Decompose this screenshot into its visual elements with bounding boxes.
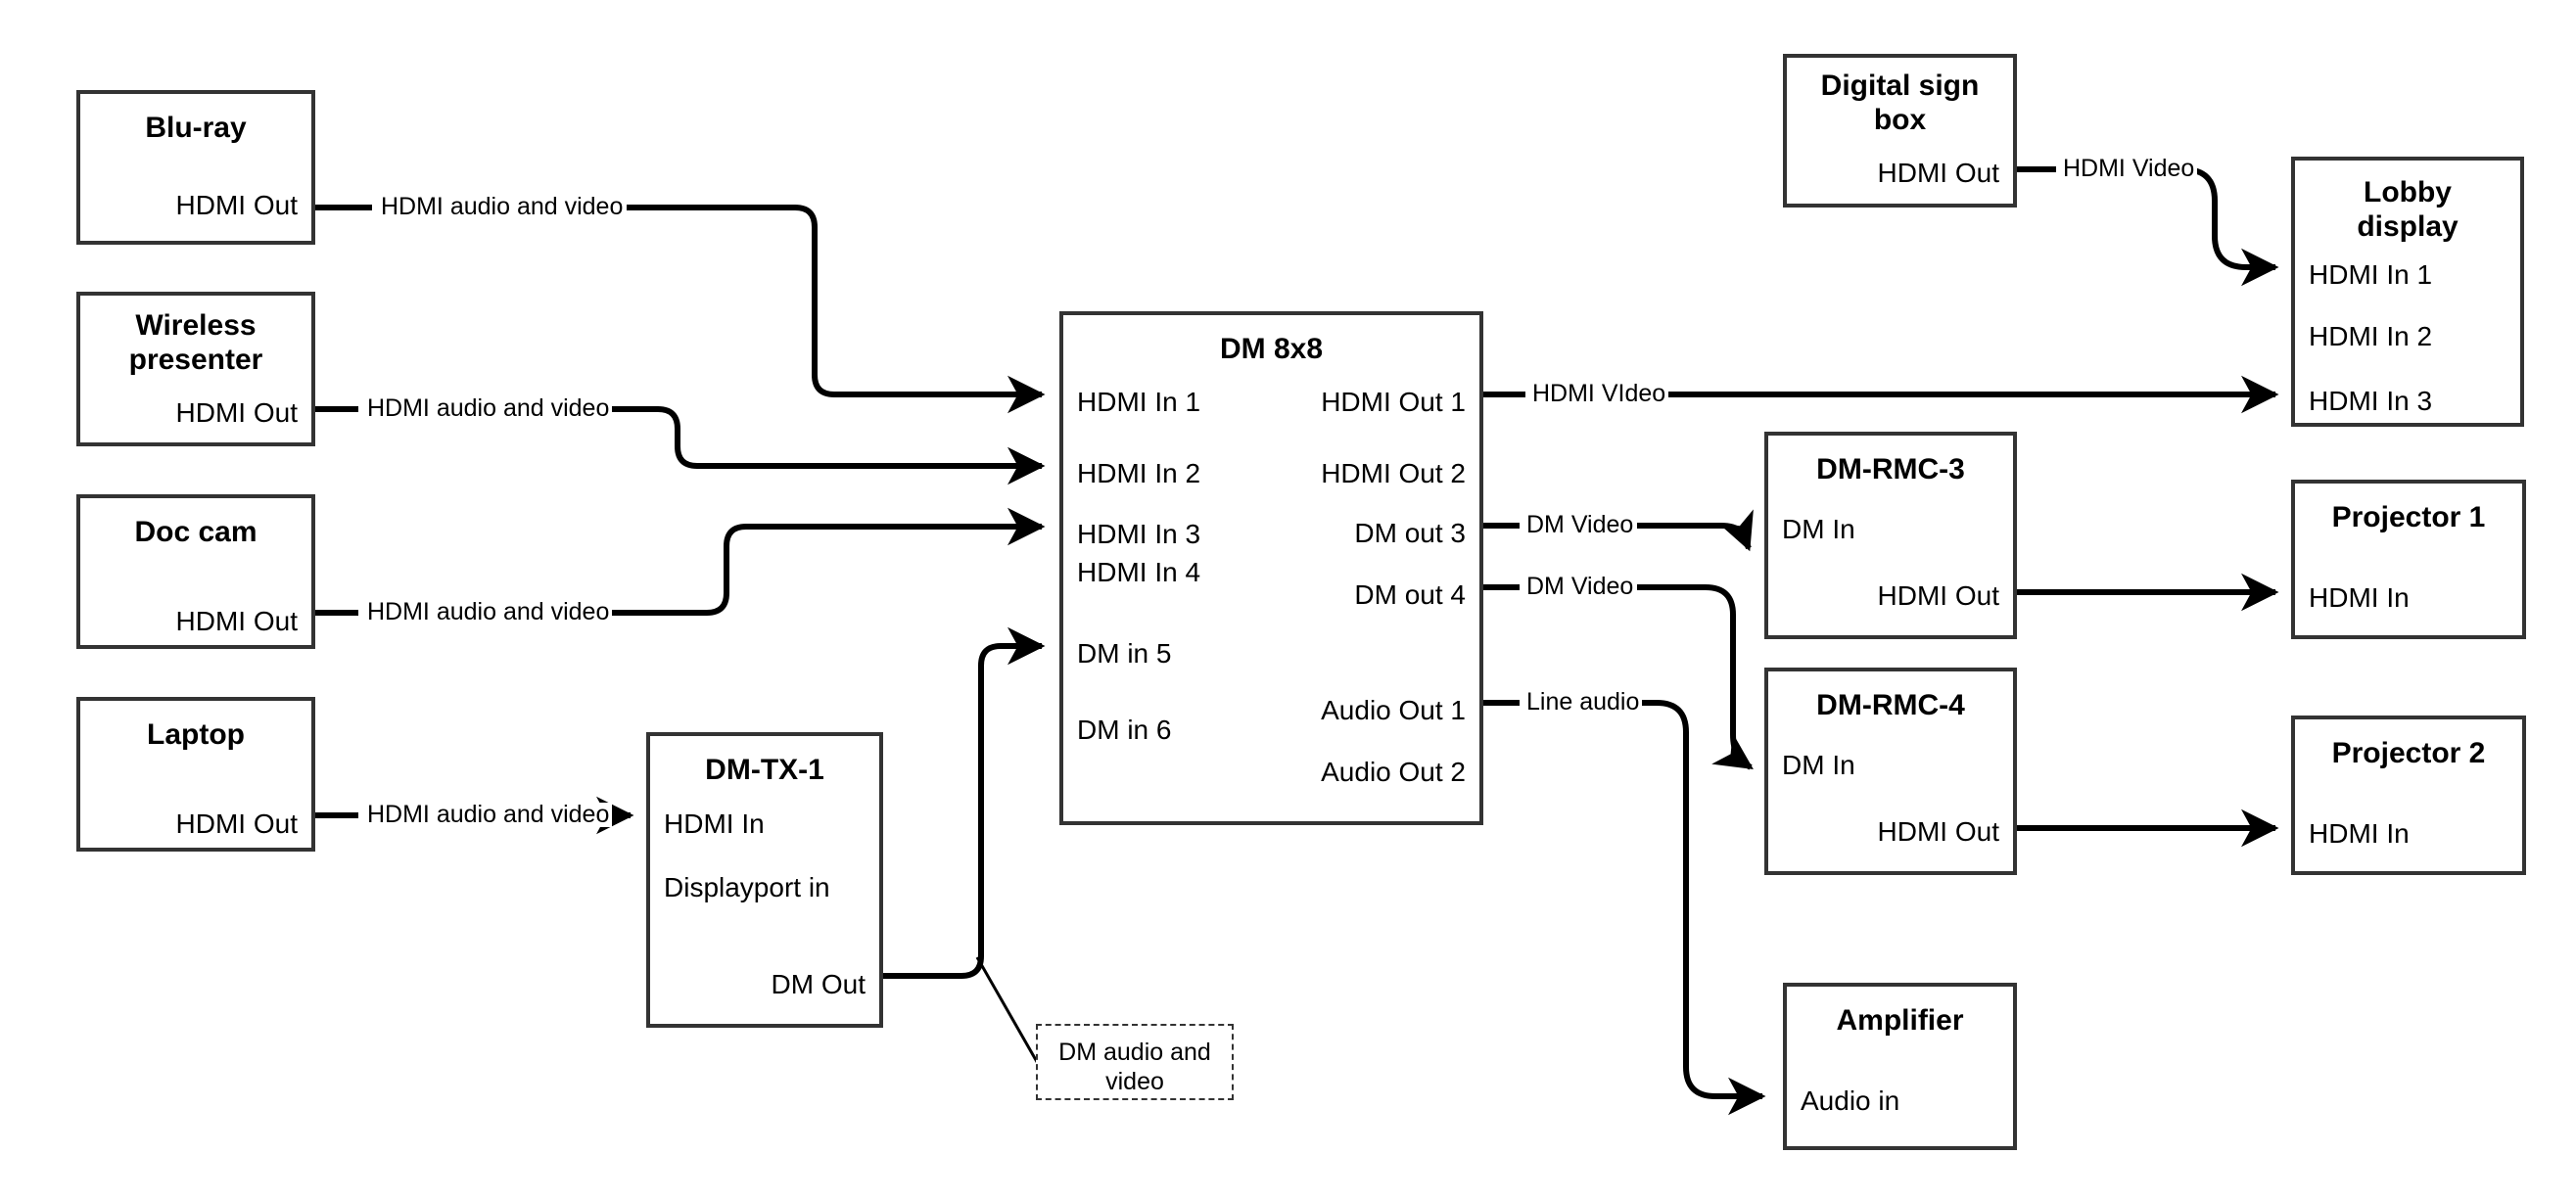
wire-label-line-audio: Line audio [1523,690,1643,715]
port-hdmi-out-1[interactable]: HDMI Out 1 [1321,387,1466,417]
port-hdmi-in-3[interactable]: HDMI In 3 [2309,386,2433,416]
node-title: Projector 2 [2331,737,2486,769]
port-dm-in[interactable]: DM In [1782,750,1855,780]
node-title: Amplifier [1836,1004,1964,1037]
port-dm-out-4[interactable]: DM out 4 [1354,579,1466,610]
port-hdmi-out[interactable]: HDMI Out [1877,158,1999,188]
node-digital-sign-box[interactable]: Digital sign box HDMI Out [1783,54,2017,208]
node-dm-rmc-4[interactable]: DM-RMC-4 DM In HDMI Out [1764,668,2017,875]
port-hdmi-in-1[interactable]: HDMI In 1 [2309,259,2433,290]
node-title: Laptop [147,718,245,751]
node-projector-2[interactable]: Projector 2 HDMI In [2291,716,2526,875]
wire-bluray-to-dm-in1-b [627,205,1046,414]
node-dm-rmc-3[interactable]: DM-RMC-3 DM In HDMI Out [1764,432,2017,639]
port-hdmi-out-2[interactable]: HDMI Out 2 [1321,458,1466,488]
port-hdmi-in-3[interactable]: HDMI In 3 [1077,519,1201,549]
node-title: DM-RMC-4 [1816,689,1965,721]
node-dm-8x8[interactable]: DM 8x8 HDMI In 1 HDMI In 2 HDMI In 3 HDM… [1059,311,1483,825]
callout-text: DM audio and video [1058,1039,1211,1095]
port-dm-out[interactable]: DM Out [771,969,866,999]
port-dm-out-3[interactable]: DM out 3 [1354,518,1466,548]
port-hdmi-out[interactable]: HDMI Out [175,808,298,839]
port-audio-in[interactable]: Audio in [1801,1086,1900,1116]
node-lobby-display[interactable]: Lobby display HDMI In 1 HDMI In 2 HDMI I… [2291,157,2524,427]
port-hdmi-in-2[interactable]: HDMI In 2 [2309,321,2433,351]
wire-label-wireless: HDMI audio and video [364,396,613,421]
port-hdmi-out[interactable]: HDMI Out [1877,580,1999,611]
port-hdmi-in[interactable]: HDMI In [664,808,765,839]
node-title: Projector 1 [2331,501,2486,533]
port-hdmi-in[interactable]: HDMI In [2309,818,2410,849]
node-title: DM-TX-1 [705,754,824,786]
port-hdmi-out[interactable]: HDMI Out [175,606,298,636]
node-doc-cam[interactable]: Doc cam HDMI Out [76,494,315,649]
node-title: DM 8x8 [1219,333,1324,365]
wire-label-dm-video-3: DM Video [1523,513,1637,537]
wire-dmout4-to-rmc4-b [1637,584,1754,770]
wire-dmtx-to-dm-in5 [883,626,1046,979]
port-hdmi-in-4[interactable]: HDMI In 4 [1077,557,1201,587]
node-dm-tx-1[interactable]: DM-TX-1 HDMI In Displayport in DM Out [646,732,883,1028]
wire-dmout3-to-rmc3-b [1637,509,1754,552]
wire-audioout1-to-amp-b [1637,700,1766,1116]
wire-doccam-to-dm-in3-b [609,507,1046,616]
callout-leader-line [975,956,1042,1068]
node-title: Wireless presenter [128,309,263,376]
wire-signbox-to-lobby-in1-b [2182,166,2279,287]
node-title: Digital sign box [1820,69,1980,136]
node-title: DM-RMC-3 [1816,453,1965,485]
port-hdmi-out[interactable]: HDMI Out [1877,816,1999,847]
node-wireless-presenter[interactable]: Wireless presenter HDMI Out [76,292,315,446]
port-audio-out-2[interactable]: Audio Out 2 [1321,757,1466,787]
node-amplifier[interactable]: Amplifier Audio in [1783,983,2017,1150]
wire-label-bluray: HDMI audio and video [378,195,627,219]
wire-label-laptop: HDMI audio and video [364,803,613,827]
port-dm-in-5[interactable]: DM in 5 [1077,638,1172,669]
port-hdmi-in-2[interactable]: HDMI In 2 [1077,458,1201,488]
wire-label-hdmi-out1-video: HDMI VIdeo [1529,382,1669,406]
node-title: Blu-ray [145,112,247,144]
node-title: Doc cam [134,516,258,548]
wire-label-doccam: HDMI audio and video [364,600,613,624]
port-dm-in[interactable]: DM In [1782,514,1855,544]
port-dm-in-6[interactable]: DM in 6 [1077,715,1172,745]
port-hdmi-out[interactable]: HDMI Out [175,190,298,220]
node-projector-1[interactable]: Projector 1 HDMI In [2291,480,2526,639]
wire-label-signbox-hdmi-video: HDMI Video [2060,157,2198,181]
wire-label-dm-video-4: DM Video [1523,575,1637,599]
port-hdmi-out[interactable]: HDMI Out [175,397,298,428]
port-displayport-in[interactable]: Displayport in [664,872,830,902]
node-laptop[interactable]: Laptop HDMI Out [76,697,315,852]
port-audio-out-1[interactable]: Audio Out 1 [1321,695,1466,725]
callout-dm-audio-and-video: DM audio and video [1036,1024,1234,1100]
node-title: Lobby display [2357,176,2459,243]
port-hdmi-in-1[interactable]: HDMI In 1 [1077,387,1201,417]
port-hdmi-in[interactable]: HDMI In [2309,582,2410,613]
wire-wireless-to-dm-in2-b [609,406,1046,485]
node-blu-ray[interactable]: Blu-ray HDMI Out [76,90,315,245]
